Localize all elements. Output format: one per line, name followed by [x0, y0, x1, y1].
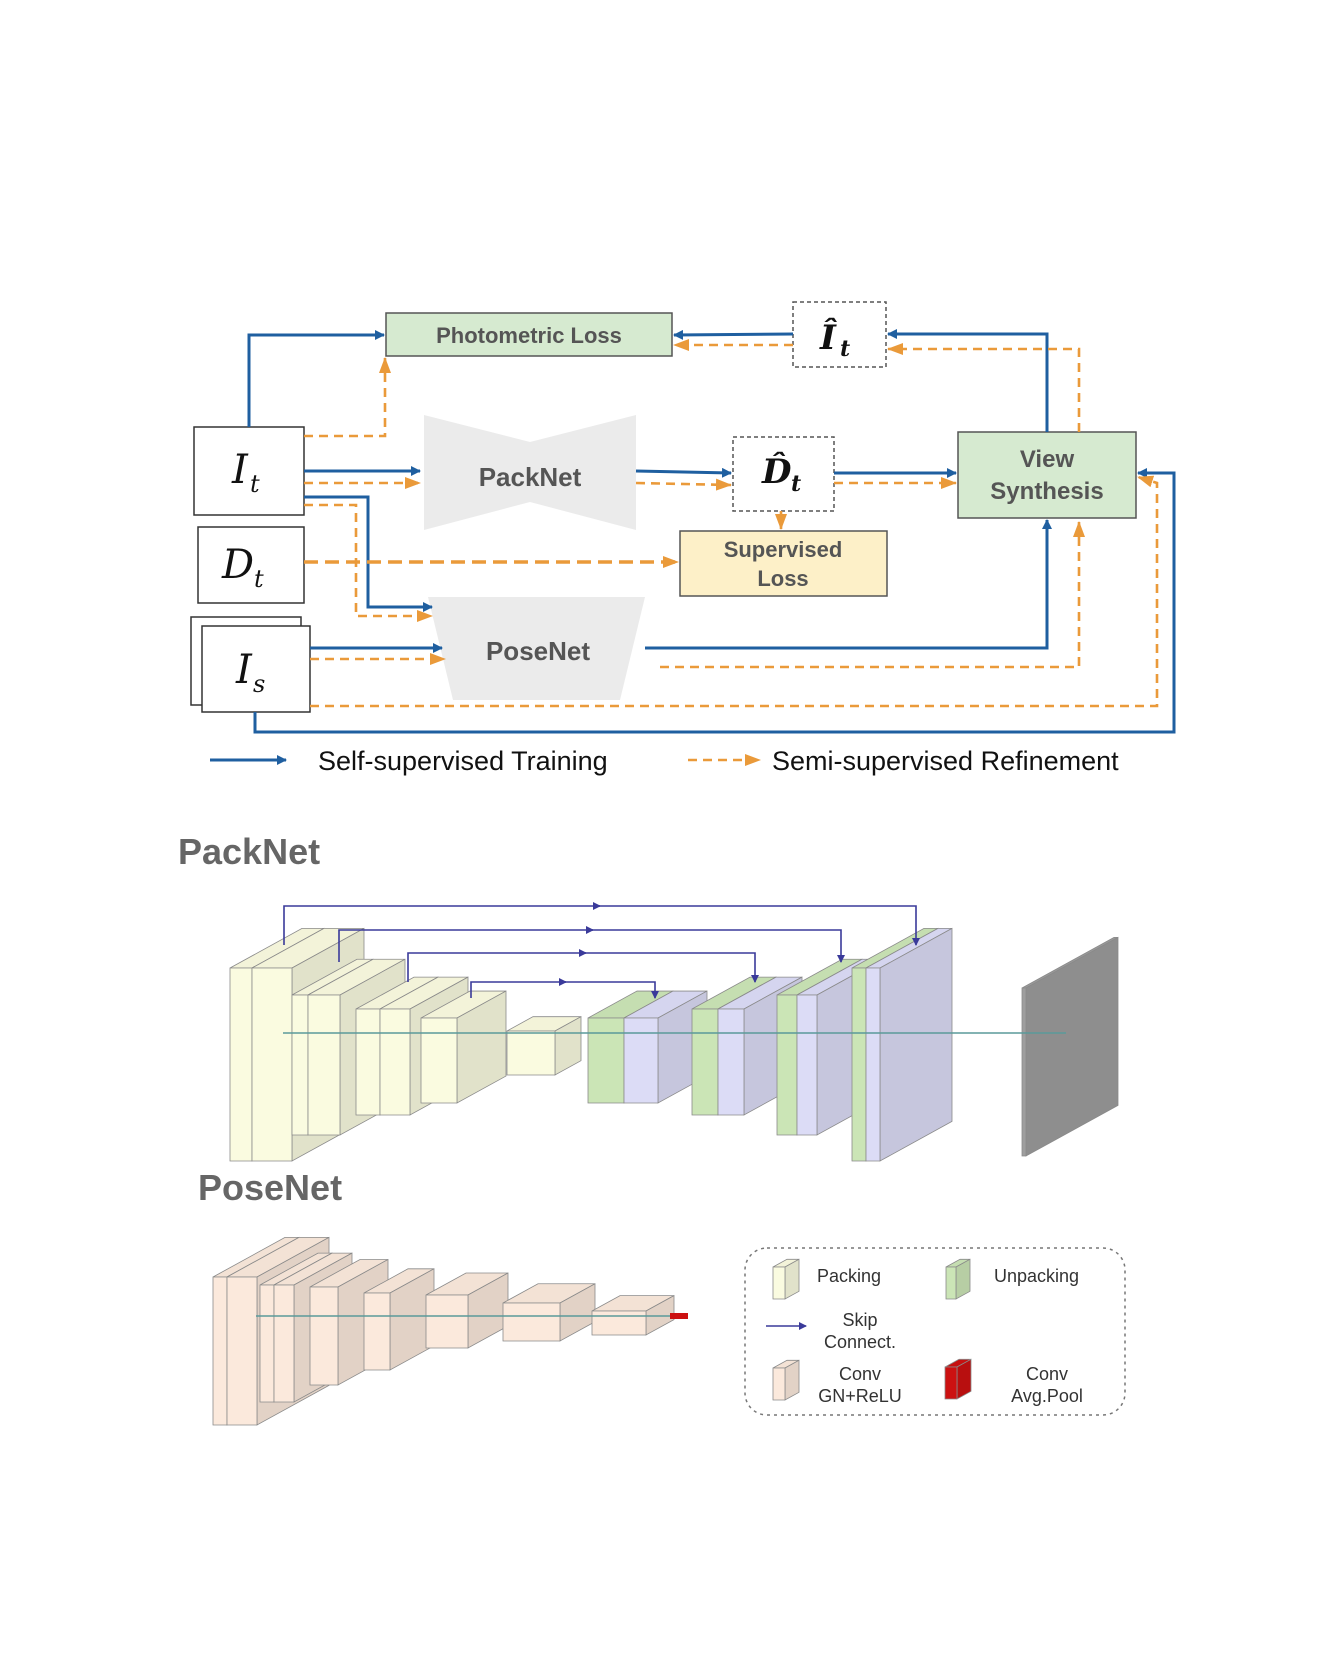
semi-supervised-legend-label: Semi-supervised Refinement [772, 746, 1119, 776]
posenet-conv-2a-front [259, 1284, 275, 1403]
training-flow-diagram: Photometric Loss PackNet PoseNet View Sy… [190, 301, 1176, 776]
posenet-label: PoseNet [486, 636, 590, 666]
posenet-architecture [212, 1236, 688, 1426]
packnet-architecture [229, 902, 1119, 1162]
supervised-loss-label-line1: Supervised [724, 537, 843, 562]
packnet-decoder-3-unpack-front [776, 994, 798, 1136]
is-label: I s [235, 647, 265, 698]
ihat-label-base: Î [819, 317, 837, 358]
view-synthesis-box [957, 431, 1137, 519]
packnet-encoder-1a-front [229, 967, 253, 1162]
packnet-decoder-1-unpack-front [587, 1017, 625, 1104]
dt-label: D t [221, 542, 264, 593]
unpacking-legend-label: Unpacking [994, 1266, 1079, 1286]
posenet-section-title: PoseNet [198, 1167, 342, 1208]
packnet-decoder-2-unpack-front [691, 1008, 719, 1116]
dhat-box [732, 436, 835, 512]
packnet-decoder-3-body-front [796, 994, 818, 1136]
packnet-encoder-3b-front [379, 1008, 411, 1116]
dt-label-base: D [221, 542, 254, 588]
posenet-conv-5-front [425, 1294, 469, 1349]
it-box [193, 426, 305, 516]
supervised-loss-label-line2: Loss [757, 566, 808, 591]
packnet-encoder-1b-front [251, 967, 293, 1162]
view-synthesis-label-line2: Synthesis [990, 478, 1103, 505]
packing-legend-icon-front [772, 1266, 786, 1300]
posenet-blocks [212, 1236, 675, 1426]
line-legend: Self-supervised Training Semi-supervised… [210, 746, 1119, 776]
packnet-decoder-4-body-front [865, 967, 881, 1162]
packnet-encoder-4-front [420, 1017, 458, 1104]
posenet-pool-output [670, 1313, 688, 1319]
skip-legend-label-line2: Connect. [824, 1332, 896, 1352]
is-label-sub: s [253, 670, 265, 698]
dhat-label-base: D̂ [761, 451, 792, 492]
view-synthesis-label-line1: View [1020, 446, 1075, 473]
packnet-decoder-1-body-front [623, 1017, 659, 1104]
is-label-base: I [235, 647, 253, 693]
posenet-conv-1a-front [212, 1276, 228, 1426]
packnet-decoder-4-body-side [879, 927, 953, 1162]
pool-legend-label-line2: Avg.Pool [1011, 1386, 1083, 1406]
skip-legend-label-line1: Skip [842, 1310, 877, 1330]
packnet-section-title: PackNet [178, 831, 320, 872]
photometric-loss-label: Photometric Loss [436, 323, 622, 348]
pool-legend-icon-front [944, 1366, 958, 1400]
packnet-label: PackNet [479, 462, 582, 492]
dt-label-sub: t [254, 565, 264, 593]
posenet-conv-2b-front [273, 1284, 295, 1403]
packnet-encoder-2b-front [307, 994, 341, 1136]
packnet-encoder-2a-front [291, 994, 309, 1136]
packnet-output-sheet-side [1025, 936, 1119, 1157]
ihat-label: Î t [819, 317, 850, 362]
packnet-shape [424, 415, 636, 530]
self-supervised-arrows [247, 329, 1176, 734]
packnet-decoder-2-body-front [717, 1008, 745, 1116]
unpacking-legend-icon-front [945, 1266, 957, 1300]
block-legend-frame [744, 1247, 1126, 1416]
dhat-label-sub: t [791, 471, 801, 497]
packnet-output-sheet-front [1021, 987, 1027, 1157]
photometric-loss-box [385, 312, 673, 357]
dhat-label: D̂ t [761, 451, 801, 497]
ihat-box [792, 301, 887, 368]
conv-gn-legend-label-line2: GN+ReLU [818, 1386, 902, 1406]
posenet-shape [428, 597, 645, 700]
conv-gn-legend-label-line1: Conv [839, 1364, 881, 1384]
dt-box [197, 526, 305, 604]
conv-gn-legend-icon-front [772, 1367, 786, 1401]
pool-legend-label-line1: Conv [1026, 1364, 1068, 1384]
legend-icons [772, 1258, 972, 1401]
packnet-decoder-4-unpack-front [851, 967, 867, 1162]
posenet-conv-6-front [502, 1302, 561, 1342]
packnet-blocks [229, 927, 1119, 1162]
is-box [201, 625, 311, 713]
supervised-loss-box [679, 530, 888, 597]
it-label-sub: t [250, 470, 260, 498]
it-label: I t [231, 447, 260, 498]
it-label-base: I [231, 447, 249, 493]
packnet-encoder-3a-front [355, 1008, 381, 1116]
packing-legend-label: Packing [817, 1266, 881, 1286]
posenet-conv-7-front [591, 1310, 647, 1336]
posenet-conv-1b-front [226, 1276, 258, 1426]
posenet-conv-3-front [309, 1286, 339, 1386]
self-supervised-legend-label: Self-supervised Training [318, 746, 608, 776]
packnet-skip-connections [283, 902, 920, 999]
ihat-label-sub: t [840, 336, 850, 362]
posenet-conv-4-front [363, 1292, 391, 1371]
packnet-bottleneck-front [506, 1030, 556, 1076]
block-legend: Packing Unpacking Skip Connect. Conv GN+… [744, 1247, 1126, 1416]
semi-supervised-arrows [304, 339, 1159, 708]
